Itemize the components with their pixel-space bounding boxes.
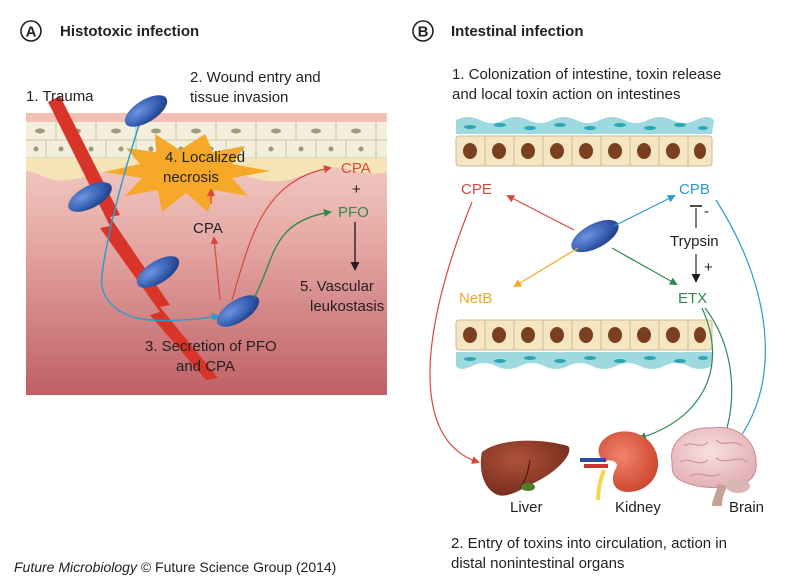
liver-icon xyxy=(480,440,570,496)
panel-a: A Histotoxic infection xyxy=(20,20,387,395)
trypsin-label: Trypsin xyxy=(670,233,719,250)
necrosis-star xyxy=(104,134,270,212)
cpb-arrow xyxy=(613,195,676,227)
step5-label: leukostasis xyxy=(310,298,384,315)
bacterium-icon xyxy=(216,295,260,327)
pfo-arrow xyxy=(253,209,332,299)
panel-a-title: Histotoxic infection xyxy=(60,23,199,40)
step4-label: necrosis xyxy=(163,169,219,186)
bacterium-icon xyxy=(68,182,112,212)
netb-label: NetB xyxy=(459,290,492,307)
liver-label: Liver xyxy=(510,499,543,516)
cpe-arrow xyxy=(506,195,575,231)
brain-icon xyxy=(671,426,757,506)
step3-label: 3. Secretion of PFO xyxy=(145,338,277,355)
panel-b: B Intestinal infection 1. Colonization o… xyxy=(412,20,766,572)
etx-systemic-arrow xyxy=(638,307,714,441)
copyright-text: © Future Science Group (2014) xyxy=(136,559,337,575)
bacterium-icon xyxy=(124,95,168,127)
cpb-label: CPB xyxy=(679,181,710,198)
panel-b-badge xyxy=(412,20,434,42)
bacterium-icon xyxy=(571,219,619,253)
plus-label: + xyxy=(352,181,361,198)
kidney-label: Kidney xyxy=(615,499,661,516)
intestinal-epithelium-bottom xyxy=(455,319,713,369)
step4-label: 4. Localized xyxy=(165,149,245,166)
cpa-systemic-arrow xyxy=(231,165,332,301)
panel-a-badge xyxy=(20,20,42,42)
plus-label: + xyxy=(704,259,713,276)
step2-label: 2. Wound entry and xyxy=(190,69,321,86)
panel-a-letter: A xyxy=(26,24,37,41)
step2-label: tissue invasion xyxy=(190,89,288,106)
step1-trauma-label: 1. Trauma xyxy=(26,88,94,105)
minus-label: - xyxy=(704,203,709,220)
pfo-label: PFO xyxy=(338,204,369,221)
step2-circulation-label: 2. Entry of toxins into circulation, act… xyxy=(451,535,727,552)
cpe-systemic-arrow xyxy=(429,201,480,464)
step1-colonization-label: and local toxin action on intestines xyxy=(452,86,680,103)
intestinal-epithelium-top xyxy=(455,117,714,167)
netb-arrow xyxy=(513,247,579,288)
brain-label: Brain xyxy=(729,499,764,516)
cpa-label: CPA xyxy=(341,160,371,177)
panel-b-letter: B xyxy=(418,24,429,41)
etx-label: ETX xyxy=(678,290,707,307)
etx-arrow xyxy=(611,247,678,285)
bacteria-migration-arrow xyxy=(100,121,220,322)
step1-colonization-label: 1. Colonization of intestine, toxin rele… xyxy=(452,66,721,83)
step2-circulation-label: distal nonintestinal organs xyxy=(451,555,624,572)
step5-label: 5. Vascular xyxy=(300,278,374,295)
journal-name: Future Microbiology xyxy=(14,559,137,575)
copyright-credit: Future Microbiology © Future Science Gro… xyxy=(14,559,336,575)
skin-surface xyxy=(26,113,387,122)
kidney-icon xyxy=(580,431,659,501)
cpa-local-arrow xyxy=(210,236,221,301)
trauma-bolt-icon xyxy=(48,96,218,380)
cpb-systemic-arrow xyxy=(715,199,766,456)
step3-label: and CPA xyxy=(176,358,235,375)
cpe-label: CPE xyxy=(461,181,492,198)
panel-b-title: Intestinal infection xyxy=(451,23,584,40)
bacterium-icon xyxy=(136,256,180,288)
cpa-mid-label: CPA xyxy=(193,220,223,237)
